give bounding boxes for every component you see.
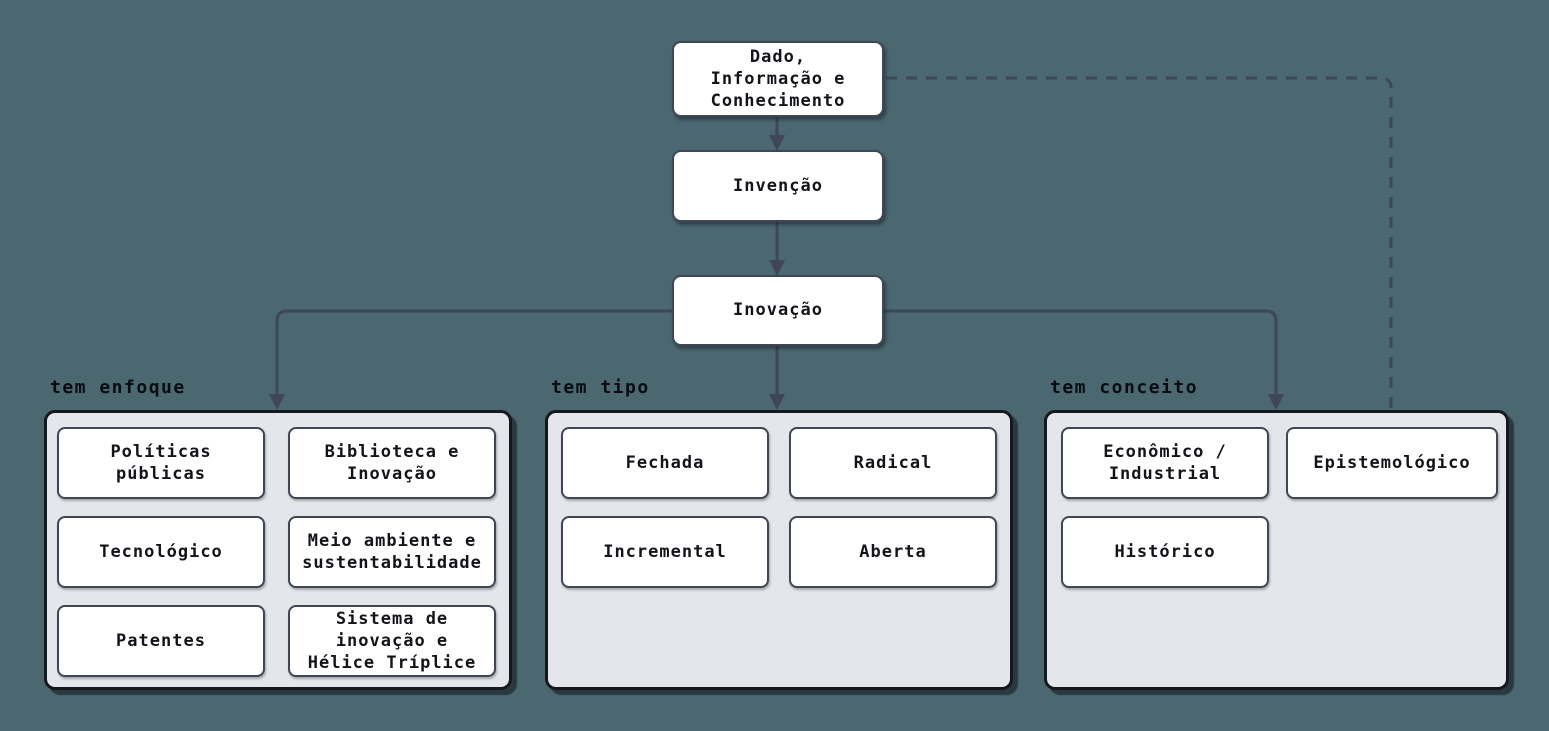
group-tem-tipo: Fechada Radical Incremental Aberta <box>545 410 1013 690</box>
arrowhead-inovacao <box>769 260 785 276</box>
node-epistemologico: Epistemológico <box>1286 427 1498 499</box>
node-aberta: Aberta <box>789 516 997 588</box>
arrowhead-tipo <box>769 394 785 410</box>
edge-dado-epistemologico-dashed <box>886 76 1393 426</box>
group-label-tem-conceito: tem conceito <box>1050 377 1199 398</box>
arrowhead-conceito <box>1268 394 1284 410</box>
node-fechada: Fechada <box>561 427 769 499</box>
group-label-tem-tipo: tem tipo <box>551 377 650 398</box>
group-tem-conceito: Econômico / Industrial Epistemológico Hi… <box>1044 410 1509 690</box>
node-patentes: Patentes <box>57 605 265 677</box>
node-economico-industrial: Econômico / Industrial <box>1061 427 1269 499</box>
node-meio-ambiente-sustentabilidade: Meio ambiente e sustentabilidade <box>288 516 496 588</box>
node-tecnologico: Tecnológico <box>57 516 265 588</box>
node-historico: Histórico <box>1061 516 1269 588</box>
node-invencao: Invenção <box>672 150 884 222</box>
arrowhead-enfoque <box>269 394 285 410</box>
node-dado-informacao-conhecimento: Dado, Informação e Conhecimento <box>672 41 884 117</box>
node-inovacao: Inovação <box>672 275 884 346</box>
group-tem-enfoque: Políticas públicas Biblioteca e Inovação… <box>44 410 512 690</box>
node-radical: Radical <box>789 427 997 499</box>
node-incremental: Incremental <box>561 516 769 588</box>
arrowhead-invencao <box>769 135 785 151</box>
node-sistema-inovacao-helice-triplice: Sistema de inovação e Hélice Tríplice <box>288 605 496 677</box>
node-biblioteca-e-inovacao: Biblioteca e Inovação <box>288 427 496 499</box>
group-label-tem-enfoque: tem enfoque <box>50 377 186 398</box>
node-politicas-publicas: Políticas públicas <box>57 427 265 499</box>
